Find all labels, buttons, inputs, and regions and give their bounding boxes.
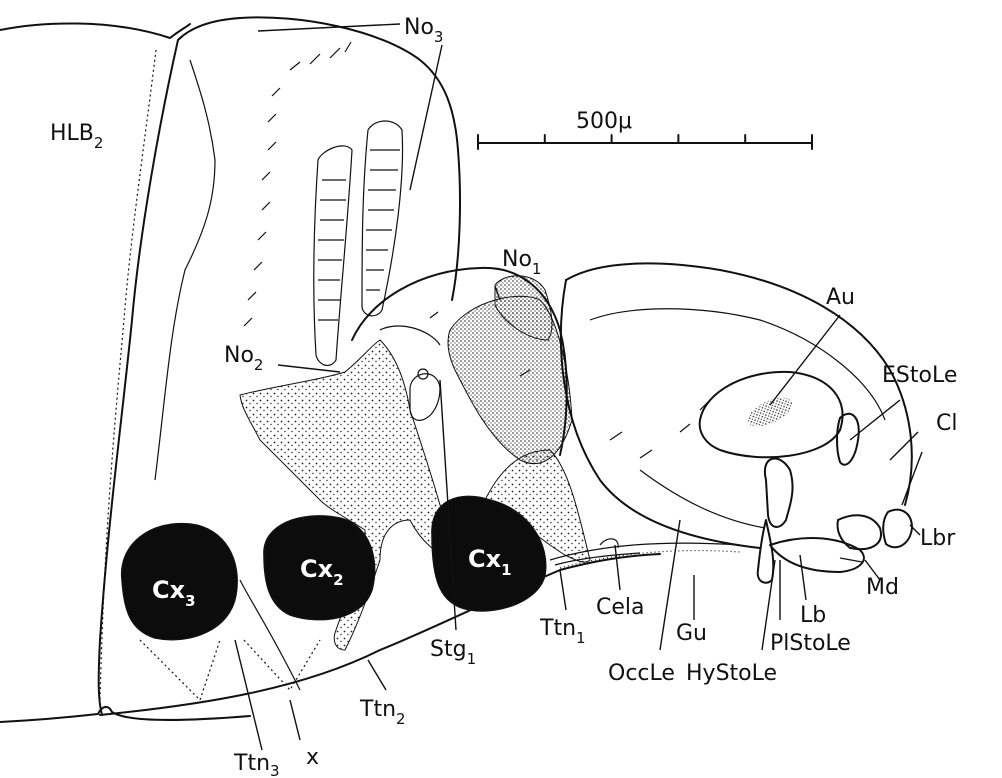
plstole-label: PlStoLe (770, 631, 851, 656)
hystole-label: HyStoLe (686, 661, 777, 686)
ttn2-label: Ttn2 (359, 697, 406, 728)
stg1-label: Stg1 (430, 637, 476, 668)
hlb2-label: HLB2 (50, 121, 103, 152)
estole-label: EStoLe (882, 363, 957, 388)
lbr-label: Lbr (920, 526, 956, 551)
coxa-2: Cx2 (264, 516, 375, 620)
lb-label: Lb (800, 603, 826, 628)
cela-label: Cela (596, 595, 645, 620)
md-label: Md (866, 575, 899, 600)
scale-bar: 500μ (478, 109, 812, 149)
au-label: Au (826, 285, 855, 310)
notum-setae (244, 42, 351, 326)
occle-label: OccLe (608, 661, 675, 686)
ttn3-label: Ttn3 (233, 751, 280, 778)
no1-label: No1 (502, 247, 541, 278)
ttn1-label: Ttn1 (539, 616, 586, 647)
x-label: x (306, 745, 319, 770)
mouthparts (758, 414, 912, 583)
scale-bar-label: 500μ (576, 109, 632, 134)
coxa-3: Cx3 (122, 524, 238, 640)
cl-label: Cl (936, 411, 957, 436)
head-capsule (550, 263, 912, 568)
no2-label: No2 (224, 343, 263, 374)
no3-label: No3 (404, 15, 443, 46)
gu-label: Gu (676, 621, 707, 646)
